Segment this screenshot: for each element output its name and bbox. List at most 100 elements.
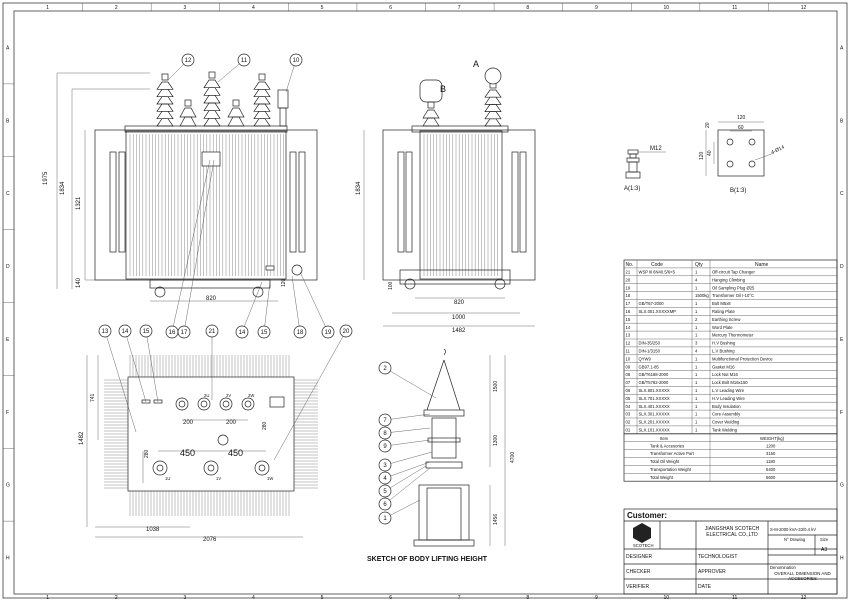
protection-device-top <box>269 396 285 408</box>
balloon <box>378 484 392 498</box>
parts-cell-no: 01 <box>626 428 631 433</box>
dim-820: 820 <box>206 296 217 302</box>
balloon <box>237 53 251 67</box>
dim-1834: 1834 <box>60 181 66 195</box>
col-label-top: 9 <box>595 5 598 11</box>
row-label-right: B <box>840 118 844 124</box>
parts-cell-qty: 1 <box>695 270 698 275</box>
parts-cell-no: 07 <box>626 380 631 385</box>
bushing-shed <box>203 94 221 104</box>
company-logo <box>633 523 651 543</box>
weight-header-value: WEIGHT(kg) <box>760 436 785 441</box>
balloon-label: 3 <box>383 463 387 469</box>
parts-cell-name: Core Assembly <box>712 412 741 417</box>
balloon <box>378 439 392 453</box>
title-block: Customer: SCOTECH JIANGSHAN SCOTECH ELEC… <box>623 508 838 595</box>
hv-terminal <box>219 397 233 411</box>
parts-cell-code: GB/T67-2000 <box>639 301 665 306</box>
lift-dim-4700: 4700 <box>510 452 516 463</box>
bushing-cap <box>258 73 266 81</box>
side-dim-1000: 1000 <box>452 315 466 321</box>
bushing-shed <box>203 87 221 96</box>
verifier: VERIFIER <box>626 584 649 590</box>
lifting-title: SKETCH OF BODY LIFTING HEIGHT <box>367 556 488 563</box>
balloon-label: 9 <box>383 444 387 450</box>
side-fins <box>423 134 498 276</box>
parts-cell-qty: 1500kg <box>695 293 709 298</box>
col-label-top: 11 <box>732 5 737 11</box>
bushing-shed <box>156 96 174 105</box>
weight-cell-item: Total Weight <box>650 475 674 480</box>
balloon-label: 17 <box>181 330 188 336</box>
bushing-shed <box>156 118 174 127</box>
balloon-label: 15 <box>143 329 150 335</box>
col-label-bottom: 11 <box>732 595 737 601</box>
leader-line <box>124 330 147 403</box>
denomination-label: Denomination <box>770 565 797 570</box>
parts-cell-name: Off-circuit Tap Changer <box>712 270 756 275</box>
row-label-left: F <box>6 410 9 416</box>
protection-stem <box>279 107 287 127</box>
balloon <box>378 458 392 472</box>
lift-dim-1500: 1500 <box>493 381 499 392</box>
bushing-shed <box>484 96 502 105</box>
parts-cell-name: H.V Bushing <box>712 341 736 346</box>
parts-cell-name: Bolt M5x8 <box>712 301 731 306</box>
lv-terminal-inner <box>258 464 266 472</box>
parts-cell-name: L.V Bushing <box>712 349 735 354</box>
balloon-label: 12 <box>185 58 192 64</box>
leader-line <box>263 281 271 333</box>
parts-cell-no: 11 <box>626 349 631 354</box>
parts-cell-name: Cover Welding <box>712 420 740 425</box>
hv-terminal-inner <box>244 400 252 408</box>
hv-terminal <box>197 397 211 411</box>
col-label-bottom: 9 <box>595 595 598 601</box>
bushing-shed <box>253 110 271 120</box>
balloon-label: 2 <box>383 366 387 372</box>
leader-line <box>273 330 347 461</box>
parts-cell-qty: 1 <box>695 285 698 290</box>
balloon <box>378 471 392 485</box>
parts-cell-code: SLX.801.XXXXX <box>639 388 670 393</box>
leader-line <box>183 159 215 333</box>
hv-terminal-label: 2U <box>204 393 209 398</box>
col-label-bottom: 6 <box>389 595 392 601</box>
bushing-shed <box>203 79 221 89</box>
balloon-label: 18 <box>297 330 304 336</box>
balloon <box>235 325 249 339</box>
lv-terminal-label: 1U <box>165 476 170 481</box>
lv-terminal-label: 1V <box>216 476 221 481</box>
parts-cell-code: DIN-35/250 <box>639 341 661 346</box>
parts-cell-name: L.V Leading Wire <box>712 388 745 393</box>
parts-cell-no: 20 <box>626 277 631 282</box>
balloon-label: 10 <box>293 58 300 64</box>
thermometer-pocket <box>217 434 229 446</box>
top-tank <box>127 376 295 492</box>
balloon-label: 13 <box>102 329 109 335</box>
row-label-left: H <box>6 556 10 562</box>
balloon <box>378 426 392 440</box>
row-label-right: E <box>840 337 844 343</box>
top-dim-280a: 280 <box>144 449 150 458</box>
detail-a-thread: M12 <box>650 146 662 152</box>
parts-header-cell: Name <box>755 262 769 268</box>
balloon-label: 7 <box>383 418 387 424</box>
balloon-label: 19 <box>325 330 332 336</box>
bushing-shed <box>179 107 197 118</box>
dim-140: 140 <box>76 277 82 288</box>
checker: CHECKER <box>626 569 651 575</box>
bushing-shed <box>179 116 197 127</box>
col-label-top: 12 <box>801 5 807 11</box>
size-value: A3 <box>821 547 827 553</box>
top-dim-1482: 1482 <box>79 431 85 445</box>
balloon-label: 5 <box>383 489 387 495</box>
row-label-left: B <box>6 118 10 124</box>
balloon <box>177 325 191 339</box>
balloon <box>378 413 392 427</box>
balloon <box>181 53 195 67</box>
parts-cell-no: 13 <box>626 333 631 338</box>
lv-terminal <box>203 460 219 476</box>
balloon-label: 16 <box>169 330 176 336</box>
